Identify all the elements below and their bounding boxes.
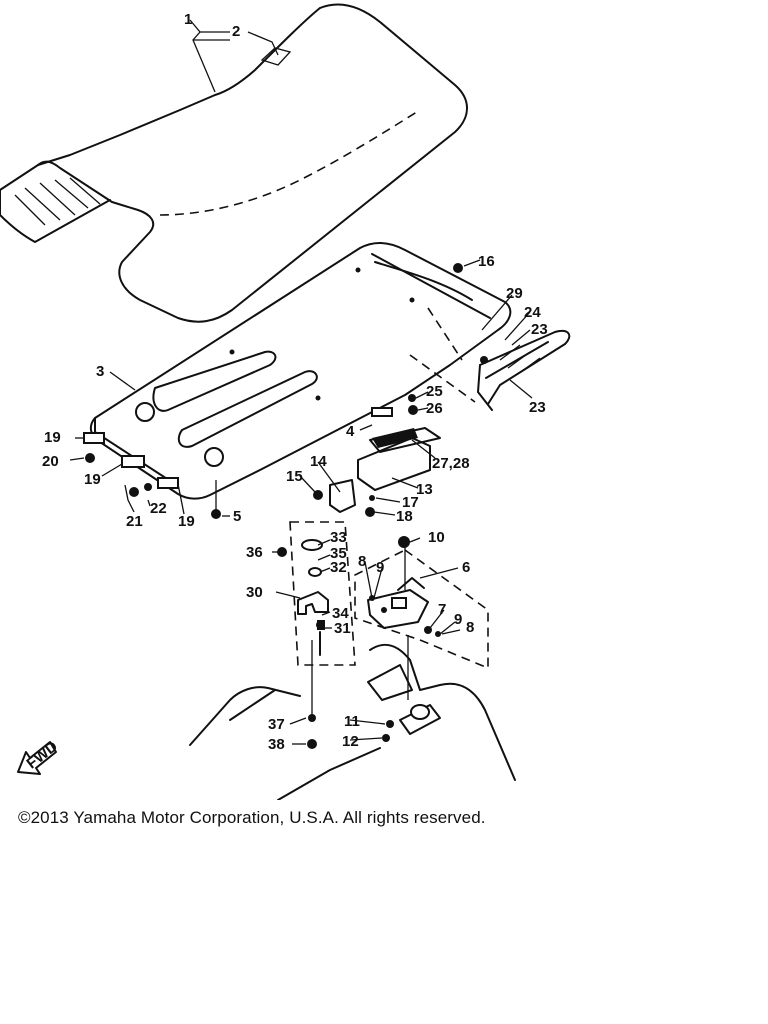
- callout-22: 22: [150, 500, 167, 517]
- leader-lines: [69, 19, 533, 745]
- callout-4: 4: [346, 423, 355, 440]
- callout-35: 35: [330, 545, 347, 562]
- fwd-label: FWD: [24, 738, 62, 773]
- callout-5: 5: [233, 508, 241, 525]
- seat-exploded-diagram: FWD 1 2 3 16 29 24 23 23 25 26 4 27,28 1…: [0, 3, 571, 800]
- callout-26: 26: [426, 400, 443, 417]
- callout-23a: 23: [531, 321, 548, 338]
- callout-32: 32: [330, 559, 347, 576]
- callout-15: 15: [286, 468, 303, 485]
- hull-lower-body: [189, 643, 516, 800]
- callout-19c: 19: [178, 513, 195, 530]
- callout-9a: 9: [376, 559, 384, 576]
- callout-13: 13: [416, 481, 433, 498]
- fwd-arrow: FWD: [17, 738, 62, 775]
- copyright-notice: ©2013 Yamaha Motor Corporation, U.S.A. A…: [18, 808, 486, 827]
- group-box-30: [289, 521, 356, 666]
- callout-8a: 8: [358, 553, 366, 570]
- callout-17: 17: [402, 494, 419, 511]
- callout-12: 12: [342, 733, 359, 750]
- callout-29: 29: [506, 285, 523, 302]
- latch-mechanism: [367, 577, 429, 629]
- callout-9b: 9: [454, 611, 462, 628]
- callout-25: 25: [426, 383, 443, 400]
- grab-handle: [477, 329, 571, 411]
- callout-3: 3: [96, 363, 104, 380]
- callout-6: 6: [462, 559, 470, 576]
- callout-18: 18: [396, 508, 413, 525]
- callout-labels: 1 2 3 16 29 24 23 23 25 26 4 27,28 13 14…: [42, 11, 548, 753]
- callout-36: 36: [246, 544, 263, 561]
- callout-7: 7: [438, 601, 446, 618]
- callout-34: 34: [332, 605, 349, 622]
- callout-24: 24: [524, 304, 541, 321]
- callout-11: 11: [344, 713, 360, 730]
- callout-2: 2: [232, 23, 240, 40]
- callout-30: 30: [246, 584, 263, 601]
- callout-31: 31: [334, 620, 351, 637]
- group-box-6: [354, 549, 489, 670]
- callout-19a: 19: [44, 429, 61, 446]
- callout-10: 10: [428, 529, 445, 546]
- callout-19b: 19: [84, 471, 101, 488]
- callout-33: 33: [330, 529, 347, 546]
- callout-38: 38: [268, 736, 285, 753]
- callout-20: 20: [42, 453, 59, 470]
- callout-37: 37: [268, 716, 285, 733]
- hardware-parts: [83, 263, 488, 749]
- callout-23b: 23: [529, 399, 546, 416]
- callout-1: 1: [184, 11, 192, 28]
- callout-27-28: 27,28: [432, 455, 470, 472]
- callout-16: 16: [478, 253, 495, 270]
- callout-21: 21: [126, 513, 143, 530]
- callout-14: 14: [310, 453, 327, 470]
- seat-cushion: [0, 3, 468, 323]
- callout-8b: 8: [466, 619, 474, 636]
